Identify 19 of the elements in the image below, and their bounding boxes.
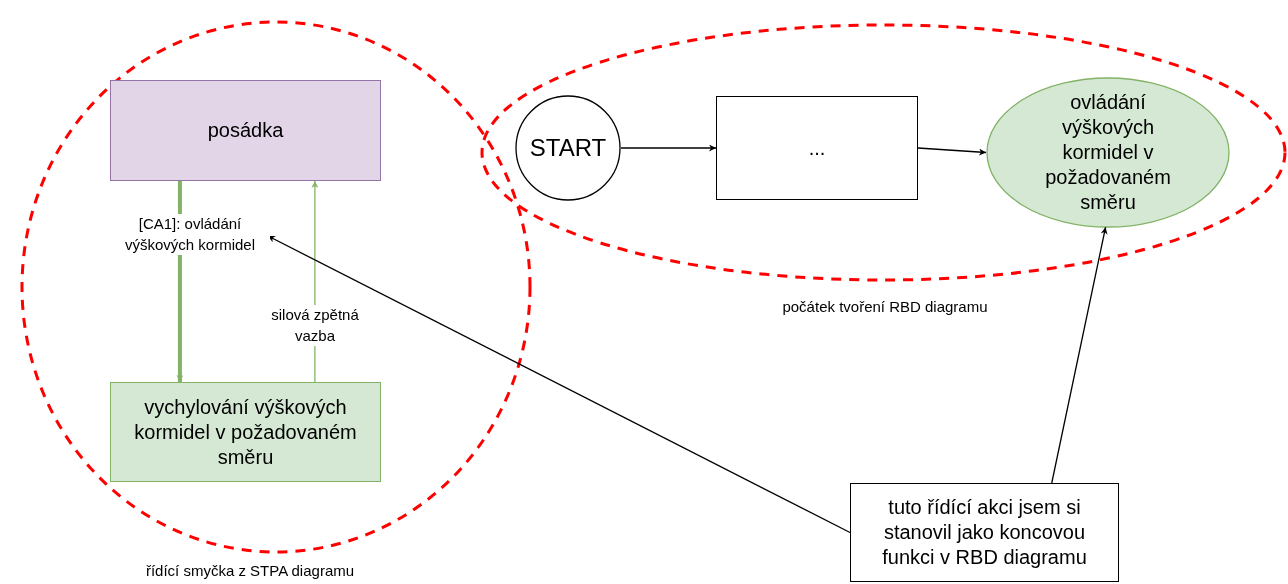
node-label: počátek tvoření RBD diagramu [781,297,989,317]
arrow [620,144,717,152]
start-circle [515,95,621,201]
function-ellipse [986,77,1230,228]
process-box [716,96,918,200]
process-box [110,80,381,181]
node-label: řídící smyčka z STPA diagramu [144,561,356,581]
node-label: posádka [206,118,285,143]
arrow [1051,226,1108,484]
process-box [110,382,381,482]
node-label: vychylování výškových kormidel v požadovaném směru [133,394,358,470]
dashed-ellipse [482,25,1285,280]
arrow [917,147,987,156]
node-label: ovládání výškových kormidel v požadovaném směru [1044,90,1172,215]
process-box [850,483,1119,582]
dashed-ellipse [22,22,530,552]
node-label: ... [807,135,827,161]
node-label: START [528,133,608,163]
node-label: tuto řídící akci jsem si stanovil jako koncovou funkci v RBD diagramu [881,495,1088,570]
